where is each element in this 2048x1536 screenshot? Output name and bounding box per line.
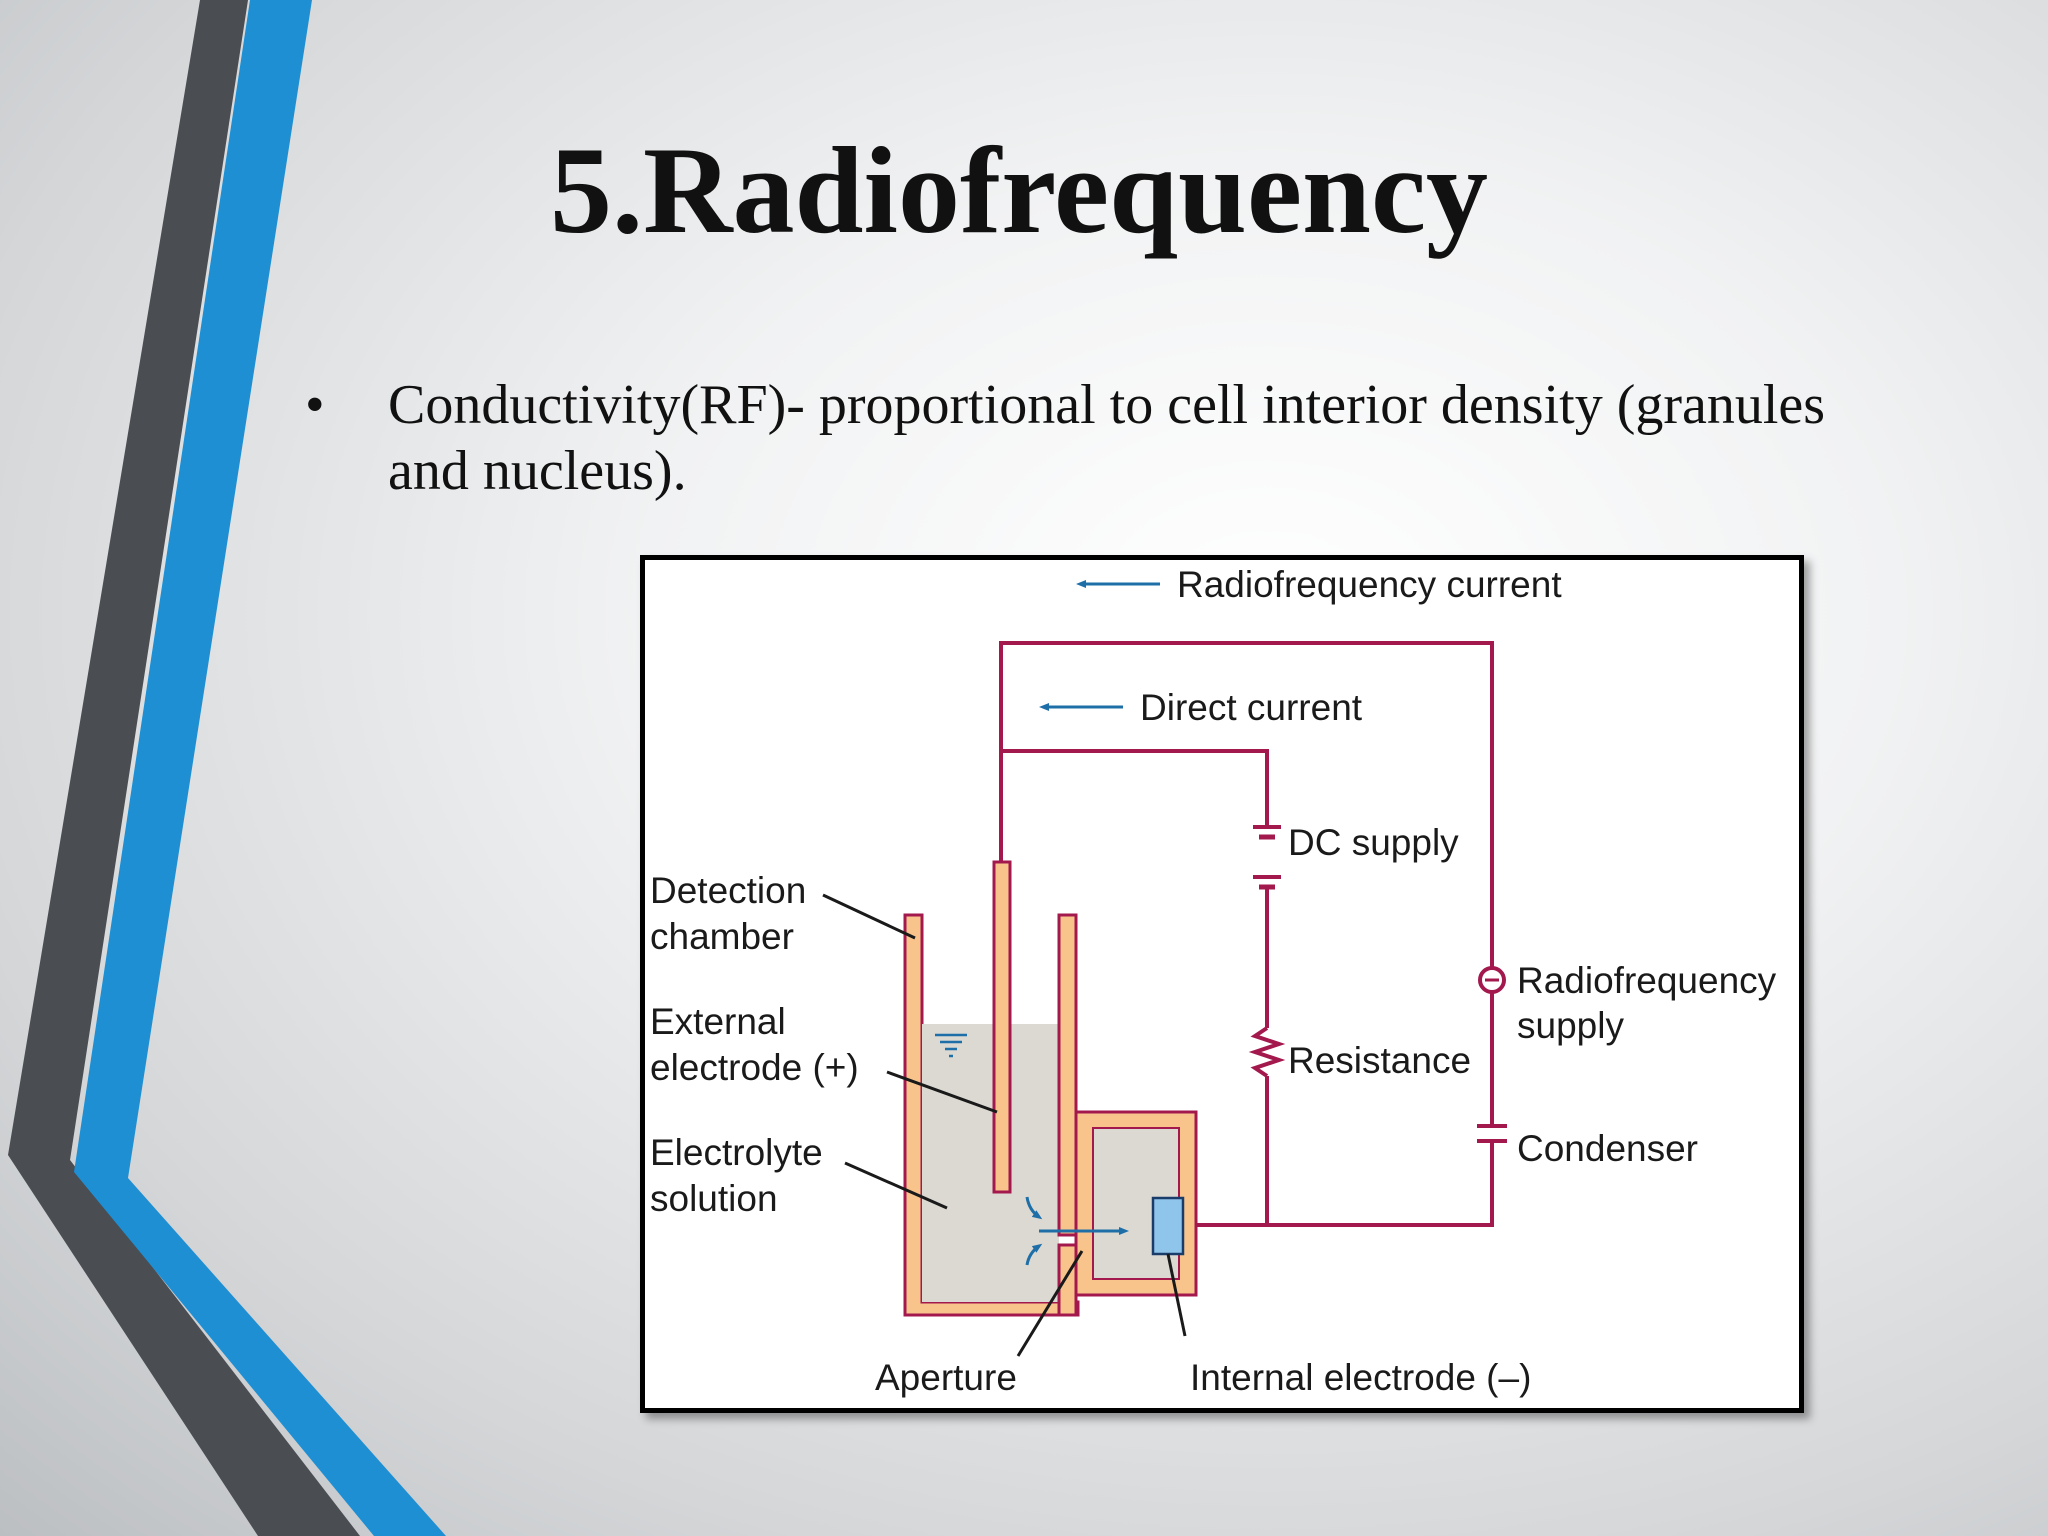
label-resistance: Resistance bbox=[1288, 1040, 1471, 1081]
label-radiofrequency-supply-1: Radiofrequency bbox=[1517, 960, 1777, 1001]
label-external-electrode-2: electrode (+) bbox=[650, 1047, 859, 1088]
slide-title: 5.Radiofrequency bbox=[550, 122, 1489, 259]
water-level-symbol bbox=[935, 1033, 967, 1058]
label-direct-current: Direct current bbox=[1140, 687, 1363, 728]
label-electrolyte-2: solution bbox=[650, 1178, 778, 1219]
coulter-counter-diagram: Radiofrequency current Direct current DC… bbox=[650, 564, 1777, 1398]
condenser-symbol bbox=[1477, 1124, 1507, 1143]
bullet-item: Conductivity(RF)- proportional to cell i… bbox=[388, 374, 1826, 502]
label-external-electrode-1: External bbox=[650, 1001, 786, 1042]
label-aperture: Aperture bbox=[875, 1357, 1017, 1398]
label-internal-electrode: Internal electrode (–) bbox=[1190, 1357, 1531, 1398]
circuit-wires bbox=[999, 641, 1494, 1227]
leader-lines bbox=[822, 893, 1187, 1357]
label-radiofrequency-supply-2: supply bbox=[1517, 1005, 1624, 1046]
detection-chamber bbox=[903, 913, 1080, 1317]
label-dc-supply: DC supply bbox=[1288, 822, 1459, 863]
blue-stripe bbox=[74, 0, 446, 1536]
label-radiofrequency-current: Radiofrequency current bbox=[1177, 564, 1562, 605]
bullet-marker: • bbox=[305, 374, 325, 436]
diagram-frame: Radiofrequency current Direct current DC… bbox=[640, 555, 1804, 1413]
label-electrolyte-1: Electrolyte bbox=[650, 1132, 823, 1173]
internal-electrode bbox=[1151, 1196, 1185, 1256]
dc-supply-symbol bbox=[1253, 825, 1281, 890]
dark-stripe bbox=[8, 0, 360, 1536]
label-detection-chamber-2: chamber bbox=[650, 916, 794, 957]
label-condenser: Condenser bbox=[1517, 1128, 1698, 1169]
external-electrode bbox=[992, 860, 1012, 1194]
label-detection-chamber-1: Detection bbox=[650, 870, 806, 911]
radiofrequency-supply-symbol bbox=[1478, 966, 1506, 994]
aperture-flow-arrows bbox=[1025, 1196, 1129, 1266]
